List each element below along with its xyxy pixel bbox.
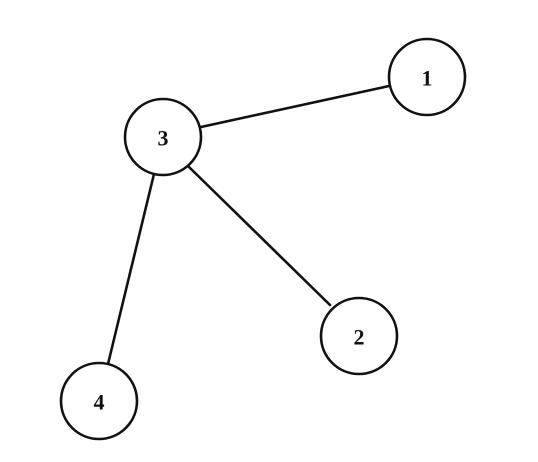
node-1: 1 — [387, 37, 467, 117]
node-4-circle — [59, 361, 139, 441]
node-1-label: 1 — [422, 66, 433, 91]
node-2: 2 — [319, 296, 399, 376]
node-2-label: 2 — [354, 325, 365, 350]
edge-3-2 — [187, 165, 332, 307]
edge-3-1 — [199, 84, 391, 129]
node-3-circle — [123, 97, 203, 177]
node-3-label: 3 — [158, 126, 169, 151]
node-1-circle — [387, 37, 467, 117]
node-4: 4 — [59, 361, 139, 441]
edge-3-4 — [106, 172, 156, 366]
node-3: 3 — [123, 97, 203, 177]
node-4-label: 4 — [94, 390, 105, 415]
node-2-circle — [319, 296, 399, 376]
